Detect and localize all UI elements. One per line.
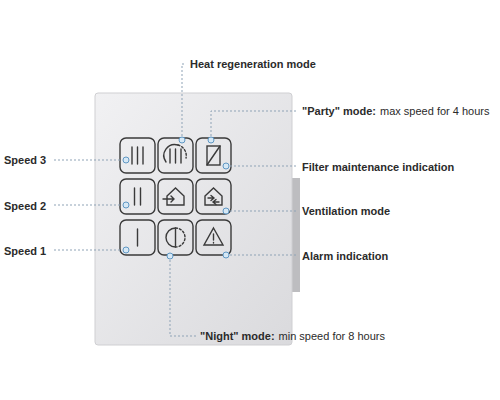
callout-label: Speed 3	[4, 153, 46, 167]
callout-label: Heat regeneration mode	[190, 57, 316, 71]
panel-face	[95, 93, 292, 345]
callout-label: Speed 2	[4, 199, 46, 213]
callout-label: Filter maintenance indication	[302, 160, 454, 174]
callout-label: Speed 1	[4, 244, 46, 258]
callout-label: max speed for 4 hours	[380, 104, 489, 118]
callout-label: min speed for 8 hours	[279, 329, 385, 343]
callout-label: "Night" mode:	[200, 329, 275, 343]
callout-label: Ventilation mode	[302, 204, 390, 218]
leader-dots	[123, 137, 229, 259]
callout-label: Alarm indication	[302, 249, 388, 263]
leader-lines	[54, 64, 297, 336]
buttons	[120, 138, 231, 255]
callout-label: "Party" mode:	[302, 104, 376, 118]
